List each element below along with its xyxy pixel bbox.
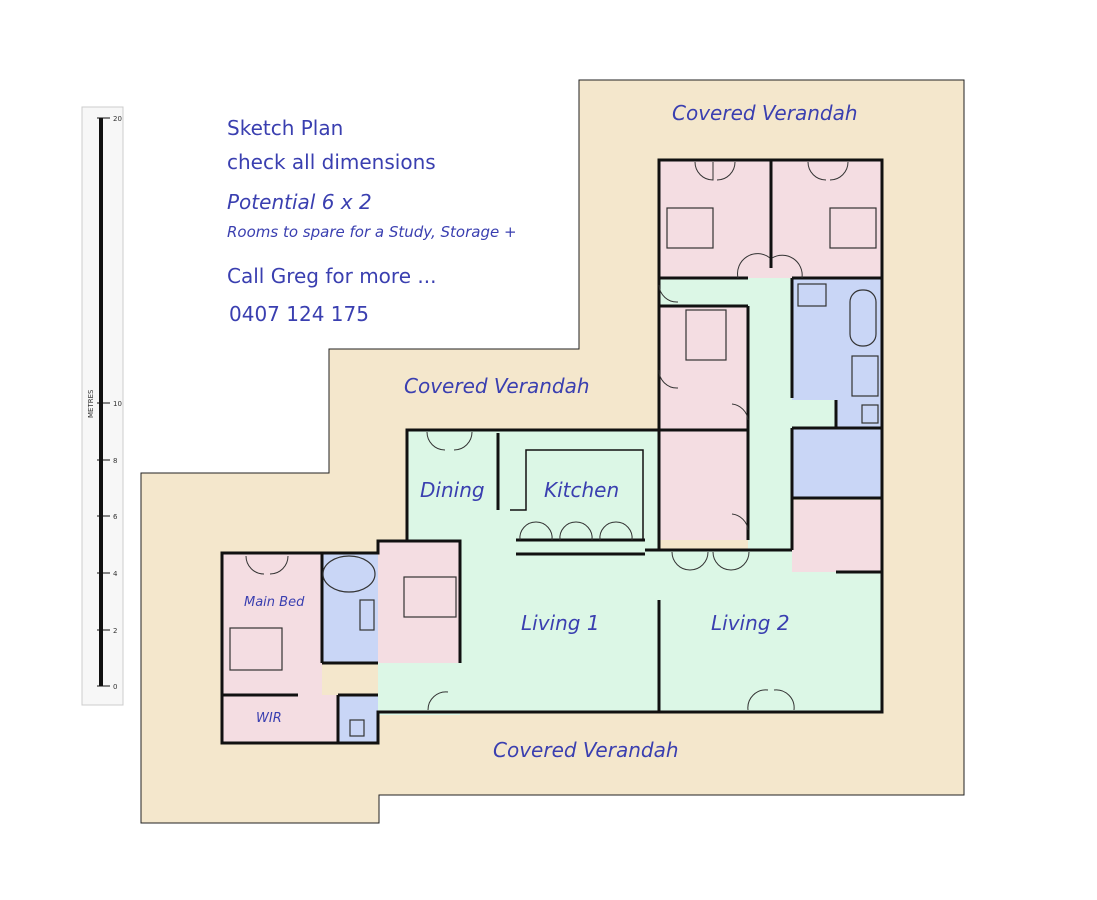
bathroom-main: [792, 278, 882, 400]
beds: [229, 207, 877, 671]
verandah-label-middle: Covered Verandah: [404, 374, 590, 398]
scale-tick-6: 6: [113, 513, 118, 521]
bedroom-lower: [659, 430, 748, 540]
toilet-top: [836, 400, 882, 428]
living2-zone: [659, 550, 883, 712]
wir-label: WIR: [256, 711, 282, 726]
scale-tick-0: 0: [113, 683, 117, 691]
scale-tick-10: 10: [113, 400, 122, 408]
verandah-label-bottom: Covered Verandah: [493, 738, 679, 762]
note-potential: Potential 6 x 2: [227, 190, 372, 214]
note-call-greg: Call Greg for more ...: [227, 264, 437, 288]
main-bed-label: Main Bed: [244, 595, 305, 610]
dining-label: Dining: [420, 478, 485, 502]
ensuite-toilet: [338, 695, 378, 743]
hallway-top: [659, 278, 792, 306]
hallway-zone: [748, 278, 792, 550]
ensuite: [322, 553, 378, 663]
note-rooms-spare: Rooms to spare for a Study, Storage +: [227, 223, 517, 241]
note-check-dimensions: check all dimensions: [227, 150, 436, 174]
living2-label: Living 2: [711, 611, 790, 635]
scale-tick-2: 2: [113, 627, 117, 635]
doors: [245, 161, 849, 711]
note-phone: 0407 124 175: [229, 302, 369, 326]
kitchen-label: Kitchen: [544, 478, 619, 502]
wir-room: [222, 695, 338, 743]
fixtures: [322, 283, 879, 737]
kitchen-zone: [498, 433, 658, 550]
scale-tick-20: 20: [113, 115, 122, 123]
kitchen-cupboards: [519, 521, 633, 541]
verandah-label-top: Covered Verandah: [672, 101, 858, 125]
laundry: [792, 428, 882, 498]
scale-tick-4: 4: [113, 570, 118, 578]
bedroom-right-lower: [792, 500, 882, 572]
note-sketch-plan: Sketch Plan: [227, 116, 344, 140]
scale-tick-8: 8: [113, 457, 117, 465]
scale-unit: METRES: [87, 389, 95, 418]
living1-label: Living 1: [521, 611, 600, 635]
kitchen-counter: [510, 449, 644, 540]
scale-bar: 20 10 8 6 4 2 0 METRES: [81, 106, 124, 706]
walls: [220, 158, 884, 745]
